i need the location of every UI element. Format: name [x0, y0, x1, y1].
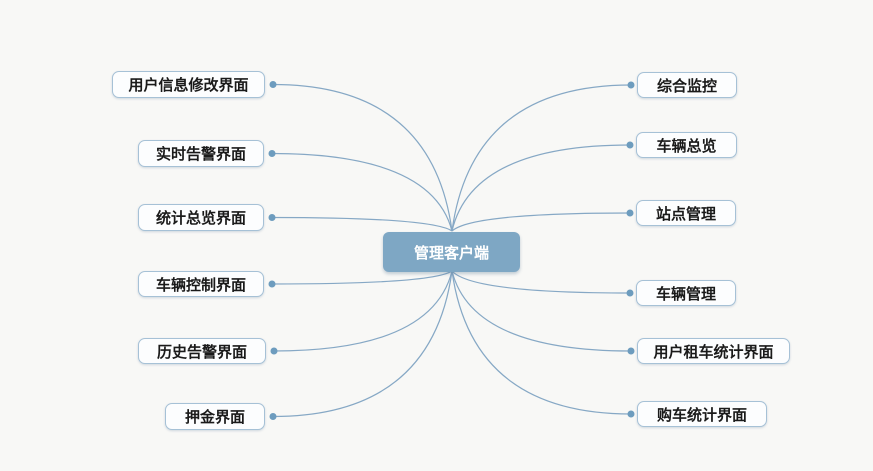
- connector-line: [271, 216, 453, 232]
- connector-dot: [627, 410, 635, 418]
- node-label: 车辆总览: [656, 137, 717, 155]
- connector-line: [273, 270, 453, 352]
- node-realtime-alarm-screen[interactable]: 实时告警界面: [138, 140, 264, 167]
- connector-line: [272, 270, 453, 418]
- node-purchase-stats-screen[interactable]: 购车统计界面: [637, 401, 767, 427]
- node-vehicle-overview[interactable]: 车辆总览: [636, 132, 737, 158]
- node-label: 用户租车统计界面: [653, 343, 774, 361]
- node-vehicle-management[interactable]: 车辆管理: [636, 280, 736, 306]
- connector-dot: [268, 150, 276, 157]
- connector-line: [451, 270, 631, 294]
- root-node-label: 管理客户端: [413, 244, 489, 262]
- connector-line: [451, 212, 631, 232]
- node-label: 购车统计界面: [656, 406, 747, 424]
- node-label: 押金界面: [184, 409, 245, 426]
- connector-line: [271, 152, 453, 232]
- node-vehicle-control-screen[interactable]: 车辆控制界面: [138, 271, 264, 297]
- node-label: 站点管理: [655, 205, 716, 223]
- connector-line: [271, 270, 453, 285]
- connector-dot: [627, 347, 635, 355]
- node-user-rental-stats-screen[interactable]: 用户租车统计界面: [637, 338, 790, 364]
- connector-dot: [269, 81, 277, 88]
- node-stats-overview-screen[interactable]: 统计总览界面: [138, 204, 264, 231]
- node-label: 历史告警界面: [156, 343, 247, 361]
- node-label: 车辆控制界面: [155, 276, 246, 294]
- connector-dot: [269, 413, 277, 420]
- connector-line: [451, 270, 632, 415]
- node-station-management[interactable]: 站点管理: [636, 200, 736, 226]
- connector-line: [272, 83, 453, 232]
- node-root[interactable]: 管理客户端: [383, 232, 520, 272]
- node-label: 用户信息修改界面: [128, 77, 249, 94]
- node-label: 综合监控: [656, 77, 717, 95]
- connector-dot: [627, 81, 635, 89]
- connector-dot: [626, 289, 634, 297]
- node-history-alarm-screen[interactable]: 历史告警界面: [138, 338, 266, 364]
- connector-line: [451, 144, 631, 232]
- node-label: 车辆管理: [655, 285, 716, 303]
- connector-dot: [626, 209, 634, 217]
- node-user-info-edit-screen[interactable]: 用户信息修改界面: [112, 71, 265, 98]
- connector-dot: [268, 280, 276, 288]
- connector-dot: [270, 347, 278, 355]
- node-label: 实时告警界面: [155, 146, 246, 163]
- connector-line: [451, 84, 632, 232]
- node-integrated-monitoring[interactable]: 综合监控: [637, 72, 737, 98]
- connector-dot: [268, 214, 276, 221]
- connector-dot: [626, 141, 634, 149]
- connector-line: [451, 270, 632, 352]
- node-label: 统计总览界面: [155, 210, 246, 227]
- node-deposit-screen[interactable]: 押金界面: [165, 403, 265, 430]
